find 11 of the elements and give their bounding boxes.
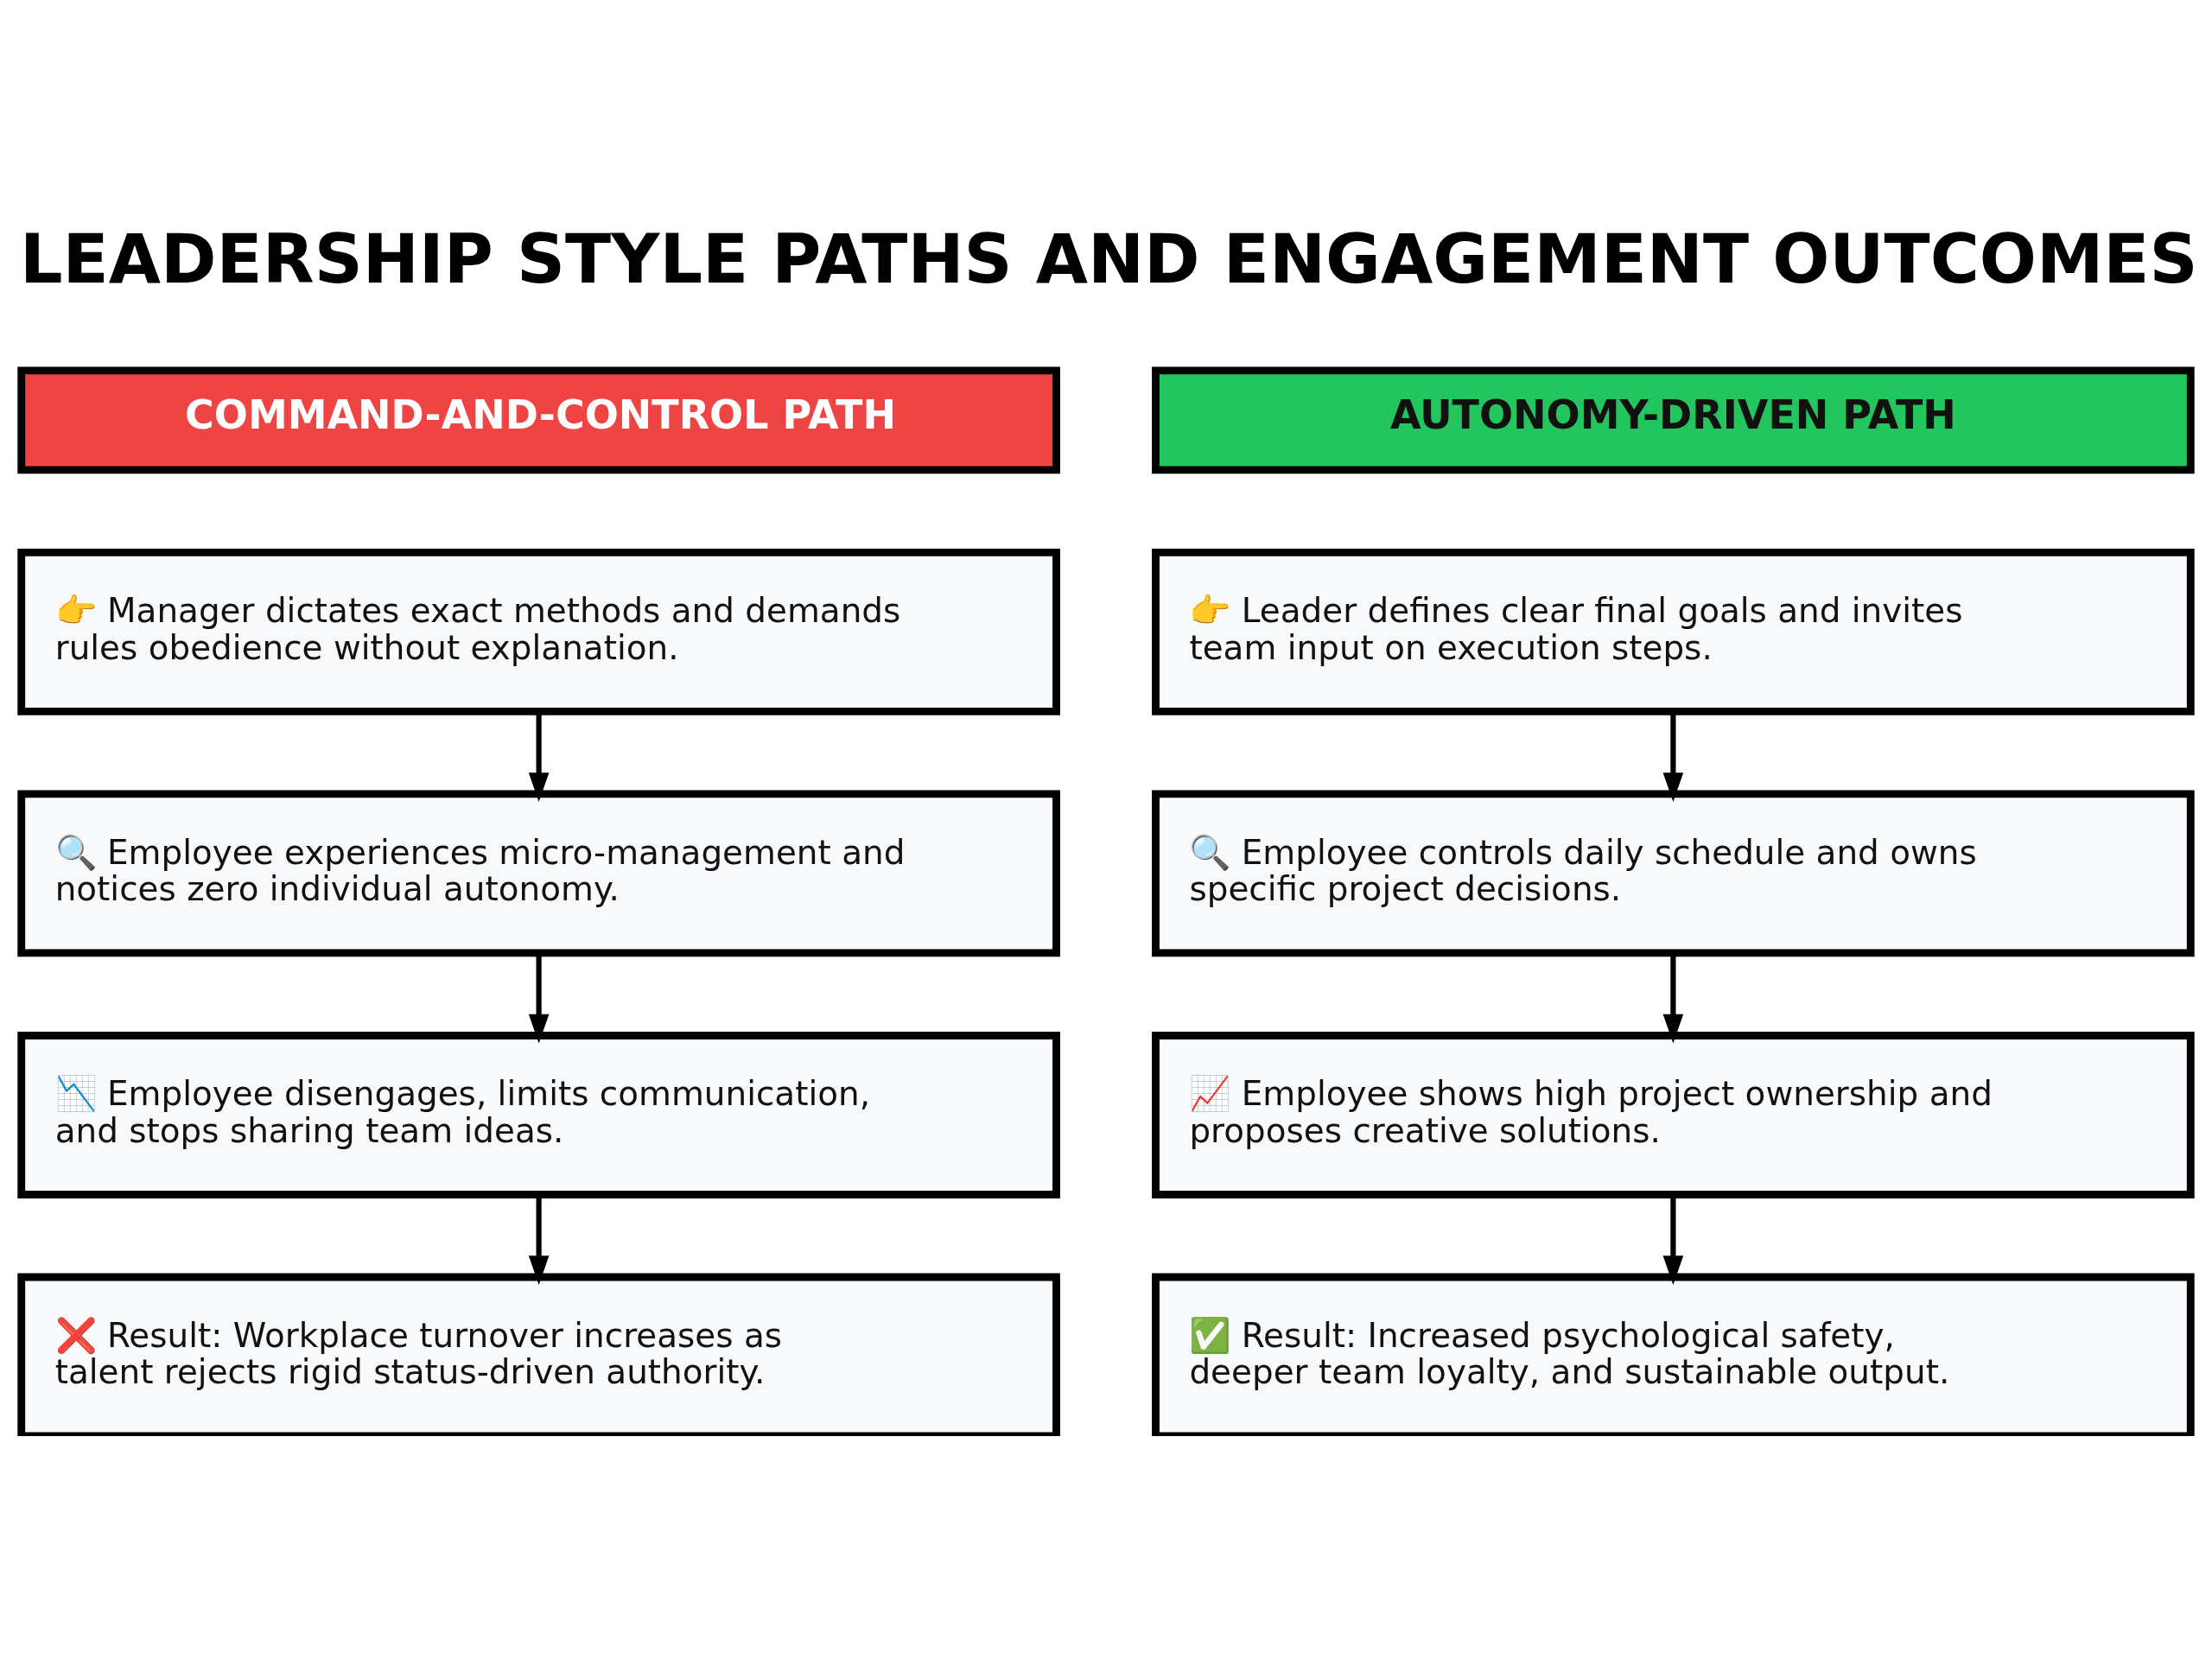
node-box: 🔍 Employee controls daily schedule and owns specific project decisions. — [1152, 790, 2195, 957]
node-box: 📉 Employee disengages, limits communication, and stops sharing team ideas. — [17, 1031, 1060, 1198]
node-box: 📈 Employee shows high project ownership and proposes creative solutions. — [1152, 1031, 2195, 1198]
node-box: AUTONOMY-DRIVEN PATH — [1152, 365, 2195, 474]
diagram-title: LEADERSHIP STYLE PATHS AND ENGAGEMENT OUTCOMES — [19, 219, 2198, 298]
node-box: ❌ Result: Workplace turnover increases as talent rejects rigid status-driven authority. — [17, 1273, 1060, 1436]
node-box: ✅ Result: Increased psychological safety, deeper team loyalty, and sustainable output. — [1152, 1273, 2195, 1436]
node-box: 👉 Manager dictates exact methods and demands rules obedience without explanation. — [17, 548, 1060, 715]
node-box: 🔍 Employee experiences micro-management and notices zero individual autonomy. — [17, 790, 1060, 957]
node-box: COMMAND-AND-CONTROL PATH — [17, 365, 1060, 474]
node-box: 👉 Leader defines clear final goals and invites team input on execution steps. — [1152, 548, 2195, 715]
